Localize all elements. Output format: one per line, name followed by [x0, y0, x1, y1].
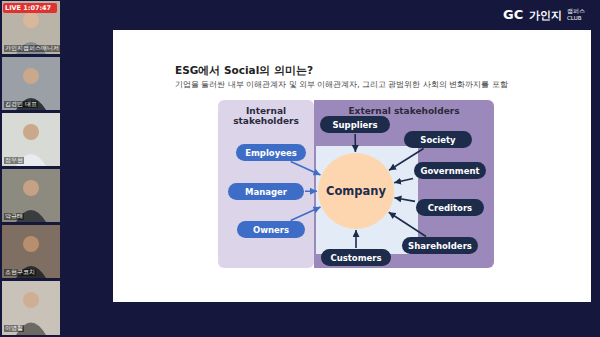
logo-mark: GC — [503, 7, 523, 22]
external-pill: Customers — [321, 249, 391, 266]
stakeholder-panel: Internal stakeholdersEmployeesManagerOwn… — [218, 100, 314, 268]
slide-subtitle: 기업을 둘러싼 내부 이해관계자 및 외부 이해관계자, 그리고 광범위한 사회… — [175, 80, 508, 90]
speaker-name: 박규태 — [4, 213, 24, 220]
speaker-name: 김경민 대표 — [4, 101, 38, 108]
node-label: Society — [420, 135, 455, 145]
external-panel-fill — [314, 100, 494, 268]
internal-pill: Owners — [237, 221, 305, 238]
node-label: Government — [420, 166, 479, 176]
node-label: Manager — [245, 187, 287, 197]
logo-sub: 캠퍼스 — [567, 8, 585, 15]
internal-panel-fill — [218, 100, 314, 268]
stakeholder-arrow — [355, 230, 357, 248]
node-label: Shareholders — [408, 241, 472, 251]
stakeholder-arrow — [394, 179, 413, 183]
speaker-name: 이명철 — [4, 325, 24, 332]
internal-pill: Employees — [236, 144, 306, 161]
stakeholder-arrow — [354, 134, 356, 152]
node-label: Suppliers — [332, 120, 377, 130]
speaker-name: 조현구코치 — [4, 269, 36, 276]
stakeholder-panel: External stakeholdersSuppliersSocietyGov… — [314, 100, 494, 268]
stakeholder-arrow — [291, 207, 321, 220]
logo-name: 가인지 — [529, 8, 562, 23]
panel-heading: Internal stakeholders — [224, 106, 308, 127]
live-timer: LIVE 1:07:47 — [5, 4, 51, 12]
webcam-thumbnails — [2, 1, 60, 335]
stakeholder-arrow — [394, 198, 415, 202]
stakeholder-arrow — [389, 212, 426, 236]
logo-sub: CLUB — [567, 15, 581, 21]
node-label: Company — [326, 184, 386, 198]
external-pill: Society — [404, 131, 472, 148]
company-circle: Company — [318, 153, 394, 229]
speaker-name: 가인지캠퍼스매니저 — [4, 45, 60, 52]
internal-pill: Manager — [228, 183, 304, 200]
node-label: Employees — [245, 148, 297, 158]
slide — [113, 30, 591, 302]
external-pill: Suppliers — [320, 116, 390, 133]
node-label: Owners — [253, 225, 289, 235]
speaker-name: 정우현 — [4, 157, 24, 164]
external-pill: Creditors — [416, 199, 484, 216]
panel-heading: External stakeholders — [320, 106, 488, 116]
node-label: Customers — [330, 253, 381, 263]
external-pill: Government — [414, 162, 486, 179]
stakeholder-arrow — [305, 190, 317, 192]
slide-title: ESG에서 Social의 의미는? — [175, 64, 313, 78]
external-pill: Shareholders — [402, 237, 478, 254]
live-badge — [3, 3, 57, 13]
node-label: Creditors — [428, 203, 472, 213]
stakeholder-arrow — [291, 161, 321, 174]
